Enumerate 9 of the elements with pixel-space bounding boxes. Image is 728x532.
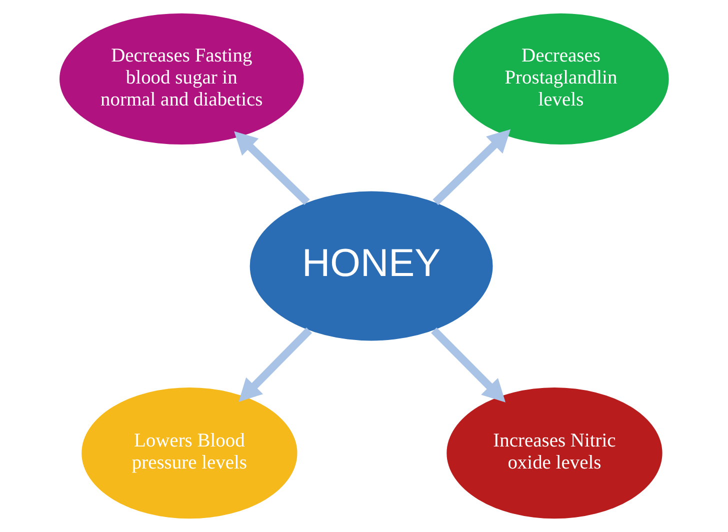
node-ellipse: Decreases Prostaglandlin levels: [453, 13, 669, 145]
arrow: [234, 131, 310, 206]
node-ellipse: Decreases Fasting blood sugar in normal and diabetics: [60, 13, 304, 145]
arrow: [238, 328, 312, 402]
node-ellipse: Lowers Blood pressure levels: [82, 387, 298, 519]
node-ellipse: Increases Nitric oxide levels: [446, 387, 662, 519]
arrow: [432, 129, 511, 206]
node-ellipse: HONEY: [250, 191, 493, 341]
arrow: [431, 328, 506, 402]
